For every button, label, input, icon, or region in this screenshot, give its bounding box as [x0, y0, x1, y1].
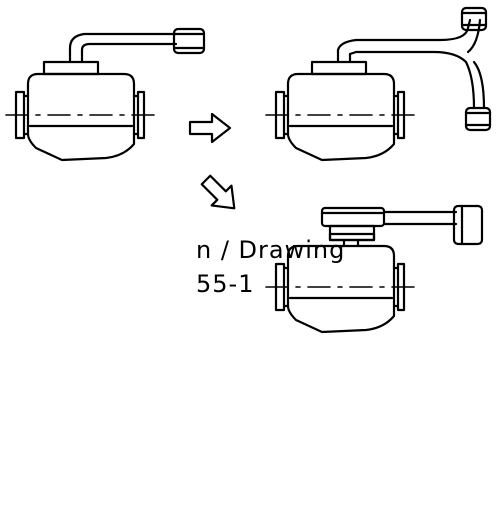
- down-right-arrow-icon: [195, 169, 246, 220]
- caption-line-2: 55-1: [196, 270, 255, 298]
- figure-housing-bent-pipe: [4, 27, 206, 162]
- caption-line-1: n / Drawing: [196, 236, 346, 264]
- figure-housing-straight-pipe: [264, 204, 484, 334]
- figure-housing-y-branch: [264, 6, 492, 162]
- right-arrow-icon: [188, 112, 232, 144]
